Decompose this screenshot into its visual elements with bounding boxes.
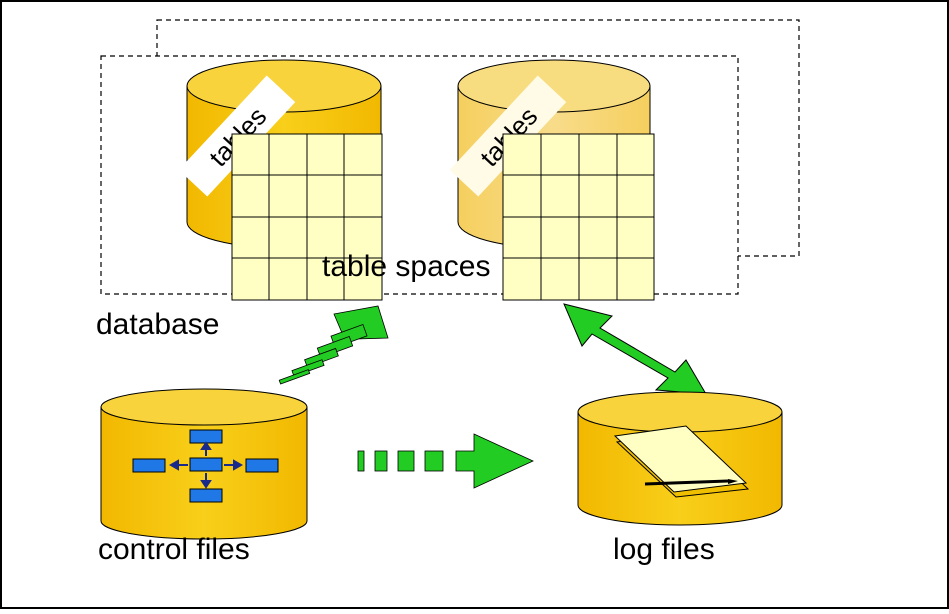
flowchart-icon xyxy=(132,429,279,503)
table-spaces-label: table spaces xyxy=(322,250,490,283)
control-to-database-arrow xyxy=(278,305,389,385)
table-grid-left xyxy=(231,133,383,301)
table-grid-right xyxy=(502,133,655,301)
database-label: database xyxy=(96,308,219,341)
log-files-label: log files xyxy=(613,533,715,566)
control-files-label: control files xyxy=(98,533,250,566)
notepad-pencil-icon xyxy=(613,425,750,498)
control-to-log-arrow xyxy=(357,433,534,489)
database-log-double-arrow xyxy=(563,303,707,395)
control-files-cylinder xyxy=(100,388,308,540)
